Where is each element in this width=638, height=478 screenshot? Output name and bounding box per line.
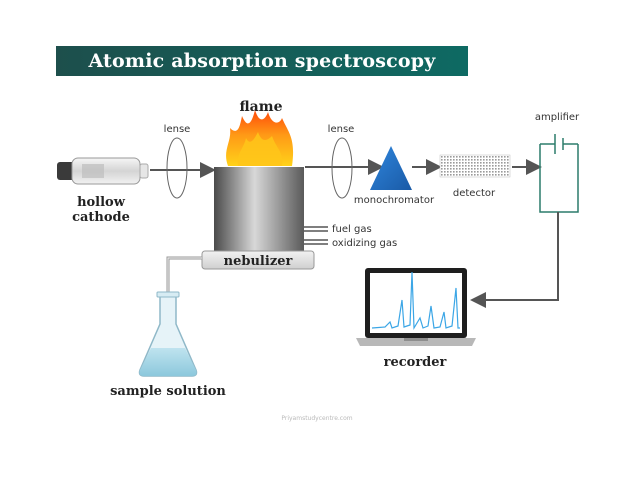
- oxidizing-gas-label: oxidizing gas: [332, 238, 397, 249]
- flame-label: flame: [240, 99, 283, 115]
- detector-grid-icon: [439, 154, 511, 178]
- erlenmeyer-flask-icon: [138, 291, 198, 377]
- recorder-label: recorder: [384, 355, 447, 370]
- watermark-text: Priyamstudycentre.com: [281, 415, 352, 422]
- nebulizer-label: nebulizer: [224, 254, 293, 269]
- amplifier-icon: [539, 134, 579, 213]
- lens-left-icon: [166, 137, 188, 199]
- fuel-gas-label: fuel gas: [332, 224, 372, 235]
- hollow-cathode-label-line2: cathode: [72, 210, 130, 225]
- burner-chamber: [214, 167, 304, 251]
- signal-arrow: [470, 212, 559, 308]
- sample-solution-label: sample solution: [110, 384, 226, 399]
- prism-icon: [370, 146, 412, 190]
- amplifier-label: amplifier: [535, 112, 580, 123]
- diagram-title: Atomic absorption spectroscopy: [88, 50, 436, 72]
- hollow-cathode-label-line1: hollow: [77, 195, 126, 210]
- flame-icon: [226, 110, 294, 166]
- lens-right-icon: [331, 137, 353, 199]
- lens-left-label: lense: [164, 124, 191, 135]
- nebulizer-box: [201, 250, 315, 270]
- monochromator-label: monochromator: [354, 195, 435, 206]
- title-banner: Atomic absorption spectroscopy: [56, 46, 468, 76]
- detector-label: detector: [453, 188, 496, 199]
- hollow-cathode-lamp-icon: [57, 157, 149, 185]
- laptop-icon: [356, 268, 476, 346]
- lens-right-label: lense: [328, 124, 355, 135]
